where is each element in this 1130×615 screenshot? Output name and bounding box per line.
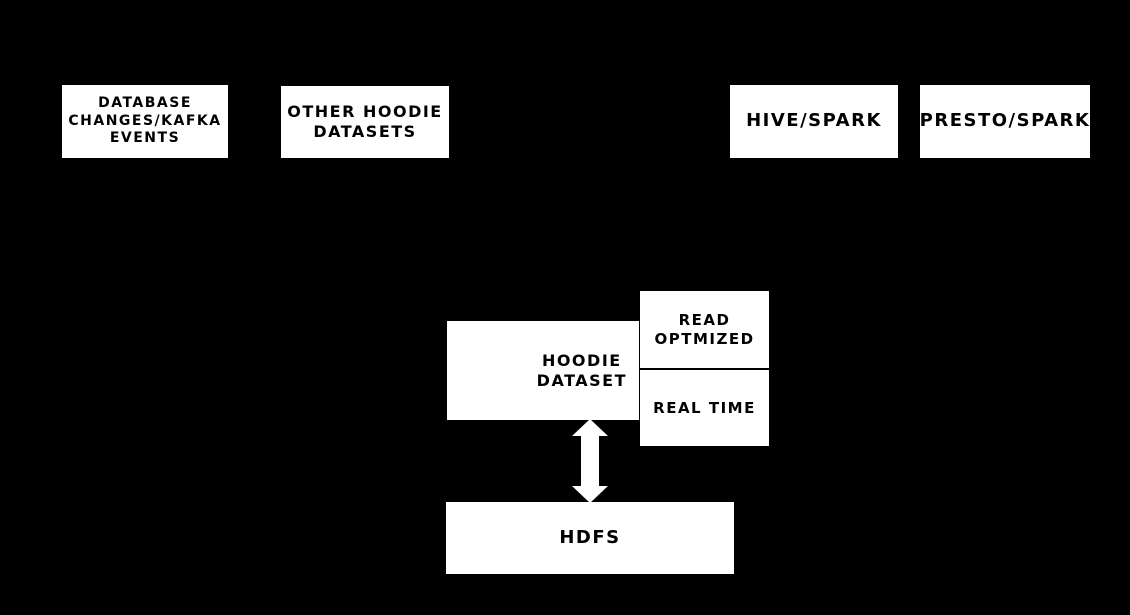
bidirectional-arrow-icon [572,419,608,503]
box-hoodie-dataset: HOODIE DATASET [447,321,639,420]
box-label-line: CHANGES/KAFKA [68,112,222,129]
box-read-optimized: READ OPTMIZED [640,291,769,368]
box-label: HDFS [559,526,621,548]
box-hdfs: HDFS [446,502,734,574]
box-label-line: HOODIE [541,350,622,370]
box-label-line: OPTMIZED [654,329,755,348]
box-label: REAL TIME [653,398,756,417]
box-other-hoodie-datasets: OTHER HOODIE DATASETS [281,86,449,158]
box-hive-spark: HIVE/SPARK [730,85,898,158]
box-real-time: REAL TIME [640,370,769,446]
box-label-line: DATASETS [313,122,417,141]
box-label: PRESTO/SPARK [919,110,1091,132]
box-presto-spark: PRESTO/SPARK [920,85,1090,158]
box-label: HIVE/SPARK [746,110,882,132]
box-database-changes-kafka-events: DATABASE CHANGES/KAFKA EVENTS [62,85,228,158]
box-label-group: HOODIE DATASET [537,351,627,391]
box-label-line: EVENTS [109,130,181,147]
box-label-line: OTHER HOODIE [287,102,443,121]
box-label-line: DATABASE [98,95,192,112]
box-label-line: DATASET [536,370,627,390]
box-label-line: READ [678,310,731,329]
